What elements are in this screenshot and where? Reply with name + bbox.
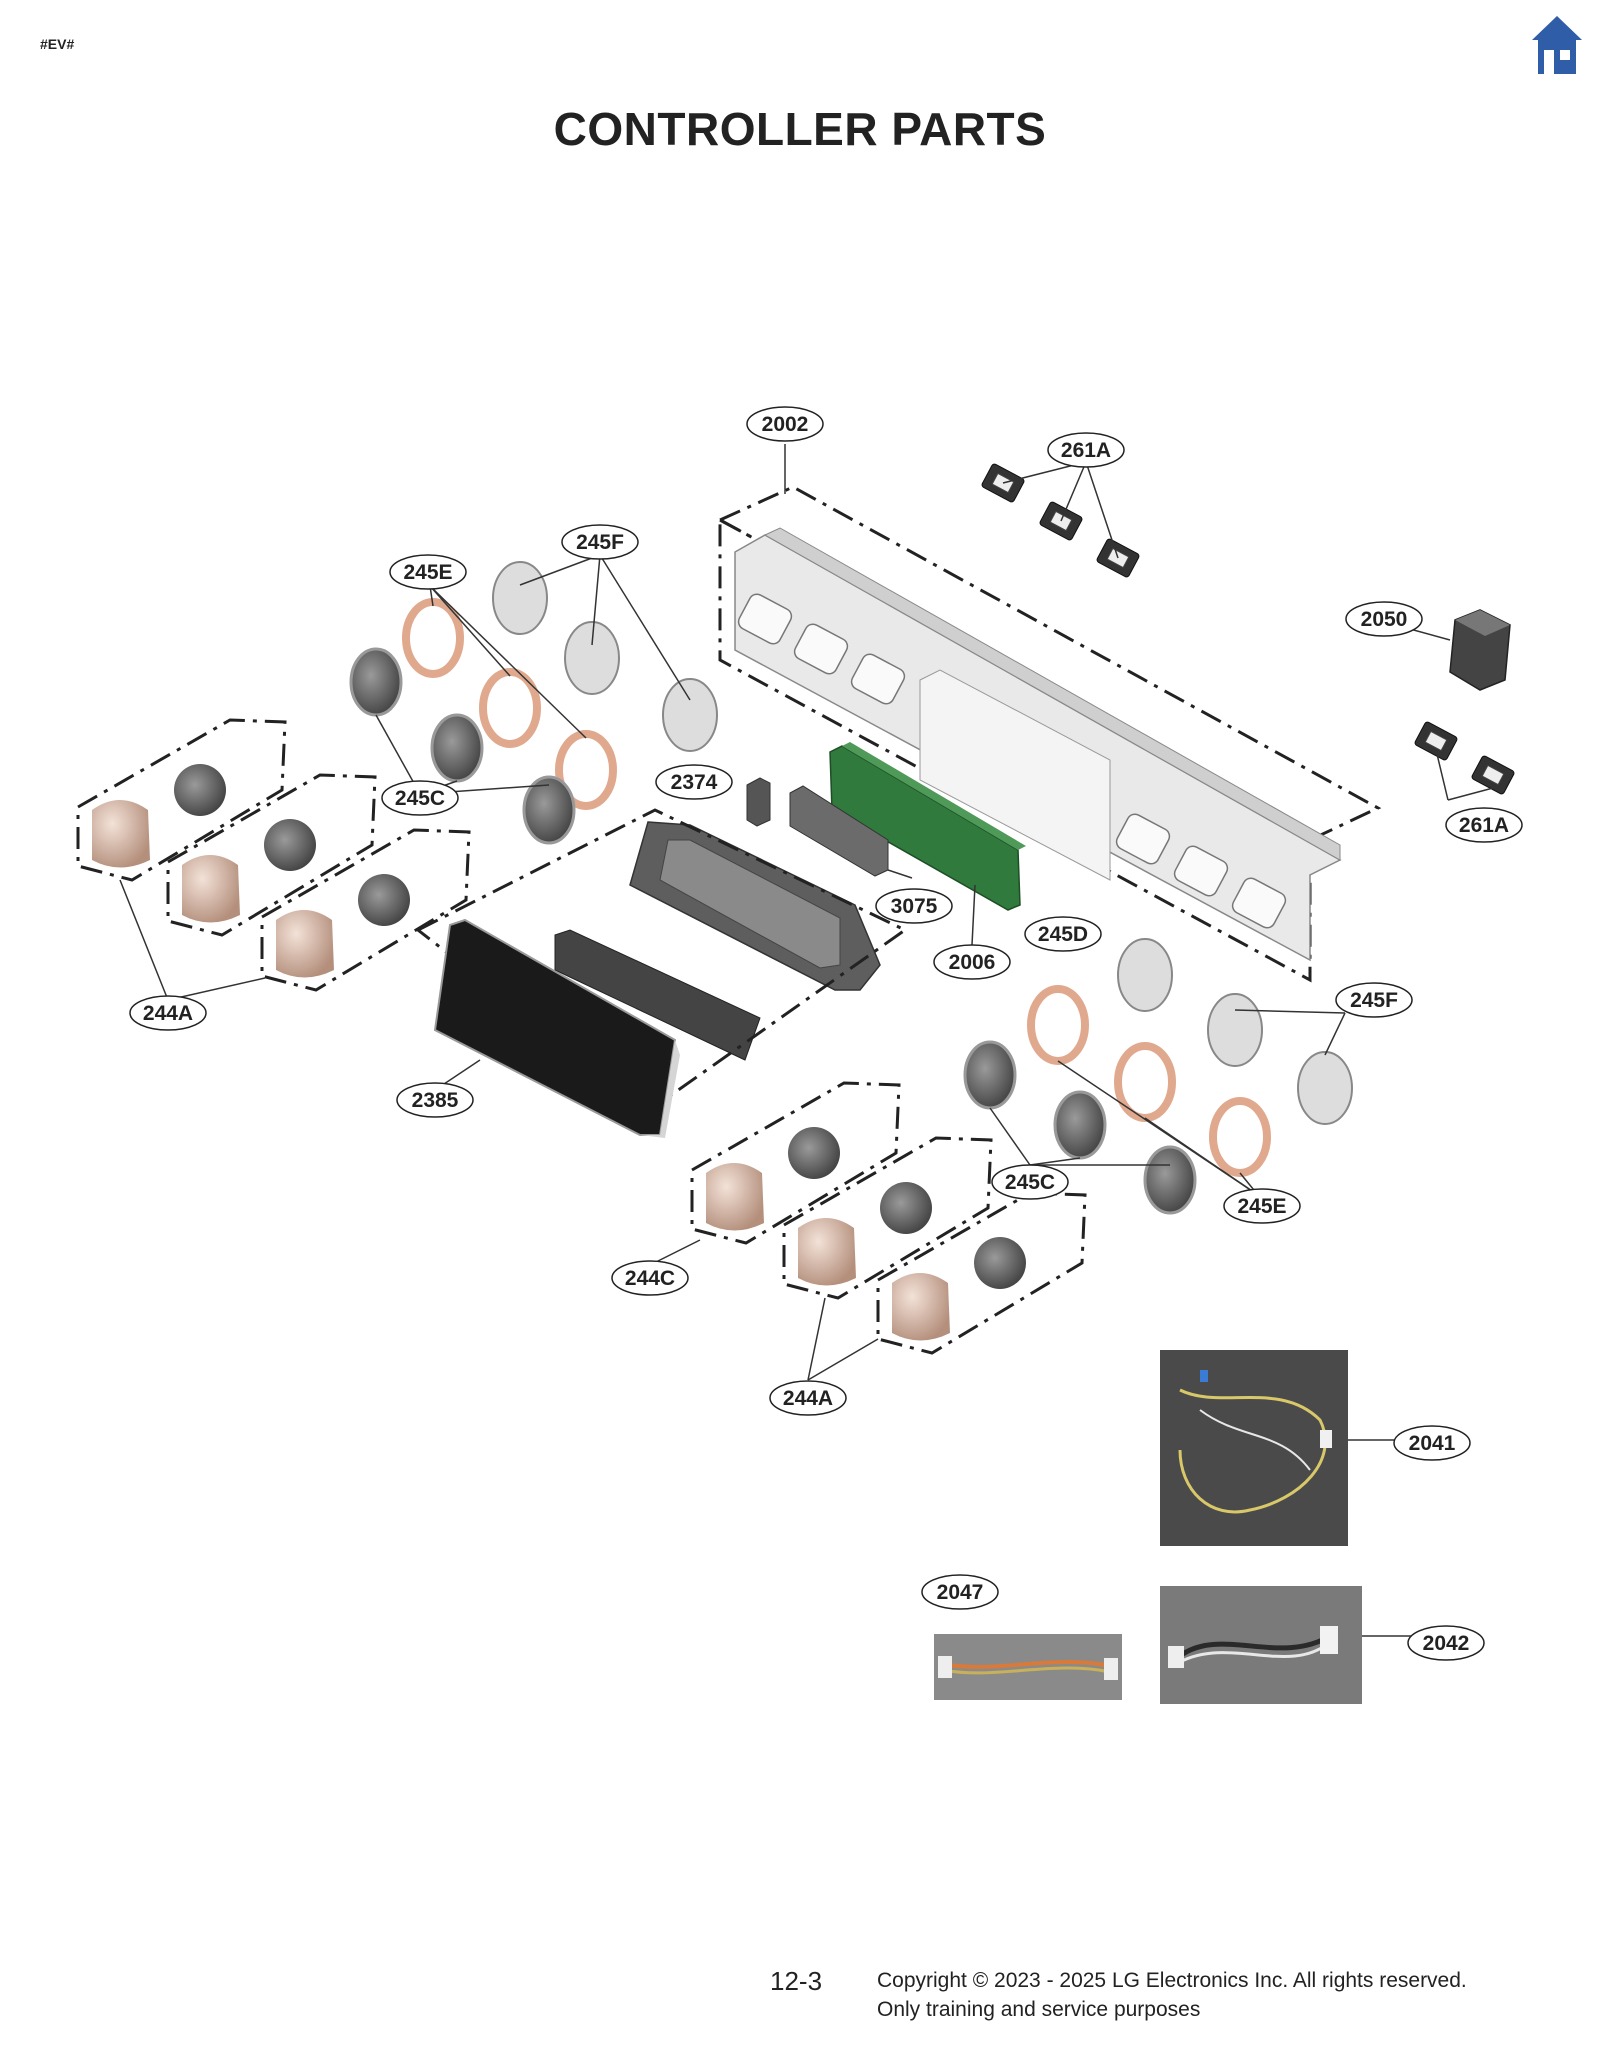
svg-text:2002: 2002 bbox=[762, 413, 809, 436]
svg-text:245F: 245F bbox=[1350, 989, 1398, 1012]
svg-text:245D: 245D bbox=[1038, 923, 1088, 946]
copyright-notice: Copyright © 2023 - 2025 LG Electronics I… bbox=[877, 1966, 1467, 2024]
callout-244A-left: 244A bbox=[129, 995, 207, 1031]
home-icon[interactable] bbox=[1530, 14, 1584, 76]
callout-244C: 244C bbox=[611, 1260, 689, 1296]
svg-text:261A: 261A bbox=[1459, 814, 1509, 837]
callout-2042: 2042 bbox=[1407, 1625, 1485, 1661]
svg-text:2041: 2041 bbox=[1409, 1432, 1456, 1455]
svg-text:2042: 2042 bbox=[1423, 1632, 1470, 1655]
callout-2041: 2041 bbox=[1393, 1425, 1471, 1461]
harness-2047-photo bbox=[934, 1634, 1122, 1700]
svg-text:245E: 245E bbox=[1237, 1195, 1286, 1218]
callout-244A-bottom: 244A bbox=[769, 1380, 847, 1416]
svg-text:244C: 244C bbox=[625, 1267, 675, 1290]
display-bracket bbox=[746, 777, 889, 877]
callout-2002: 2002 bbox=[746, 406, 824, 442]
svg-text:245E: 245E bbox=[403, 561, 452, 584]
control-panel-frame bbox=[716, 485, 1382, 983]
callout-245F-top: 245F bbox=[561, 524, 639, 560]
callout-245F-right: 245F bbox=[1335, 982, 1413, 1018]
svg-text:245C: 245C bbox=[1005, 1171, 1055, 1194]
svg-text:261A: 261A bbox=[1061, 439, 1111, 462]
callout-245C-bottom: 245C bbox=[991, 1164, 1069, 1200]
svg-text:2050: 2050 bbox=[1361, 608, 1408, 631]
harness-2041-photo bbox=[1160, 1350, 1348, 1546]
svg-text:244A: 244A bbox=[783, 1387, 833, 1410]
svg-text:2385: 2385 bbox=[412, 1089, 459, 1112]
copyright-line: Copyright © 2023 - 2025 LG Electronics I… bbox=[877, 1969, 1467, 1992]
svg-text:245F: 245F bbox=[576, 531, 624, 554]
display-housing bbox=[554, 821, 881, 1061]
svg-text:2374: 2374 bbox=[671, 771, 718, 794]
callout-245E-bottom: 245E bbox=[1223, 1188, 1301, 1224]
callout-2374: 2374 bbox=[655, 764, 733, 800]
display-glass bbox=[415, 808, 908, 1138]
callout-2047: 2047 bbox=[921, 1574, 999, 1610]
callout-2385: 2385 bbox=[396, 1082, 474, 1118]
callout-3075: 3075 bbox=[875, 888, 953, 924]
svg-text:244A: 244A bbox=[143, 1002, 193, 1025]
document-tag: #EV# bbox=[40, 36, 75, 52]
svg-text:245C: 245C bbox=[395, 787, 445, 810]
selector-switch bbox=[1449, 609, 1511, 691]
knob-groups bbox=[76, 718, 1087, 1355]
callout-261A-top: 261A bbox=[1047, 432, 1125, 468]
page-number: 12-3 bbox=[770, 1966, 823, 1996]
purpose-line: Only training and service purposes bbox=[877, 1998, 1201, 2021]
callout-2050: 2050 bbox=[1345, 601, 1423, 637]
callout-2006: 2006 bbox=[933, 944, 1011, 980]
svg-text:2047: 2047 bbox=[937, 1581, 984, 1604]
harness-2042-photo bbox=[1160, 1586, 1362, 1704]
callout-245E-top: 245E bbox=[389, 554, 467, 590]
page-title: CONTROLLER PARTS bbox=[553, 103, 1047, 155]
callout-245C-top: 245C bbox=[381, 780, 459, 816]
callout-261A-right: 261A bbox=[1445, 807, 1523, 843]
callout-245D: 245D bbox=[1024, 916, 1102, 952]
svg-text:3075: 3075 bbox=[891, 895, 938, 918]
svg-text:2006: 2006 bbox=[949, 951, 996, 974]
